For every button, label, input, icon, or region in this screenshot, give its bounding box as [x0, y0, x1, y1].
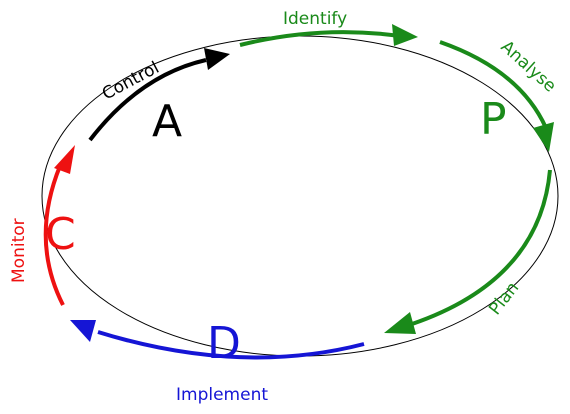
plan-arc	[411, 169, 552, 326]
control-arc	[88, 58, 207, 142]
implement-label: Implement	[176, 385, 268, 405]
control-arrow-icon	[204, 48, 230, 70]
monitor-arc	[43, 165, 65, 306]
phase-p-label: P	[480, 94, 507, 145]
monitor-arrow-icon	[54, 145, 75, 174]
identify-arrow-icon	[392, 24, 418, 46]
plan-arrow-icon	[384, 312, 416, 334]
analyse-arc	[439, 40, 548, 129]
analyse-arrow-icon	[533, 122, 554, 152]
identify-arc	[239, 30, 401, 47]
analyse-label: Analyse	[497, 37, 560, 97]
phase-a-label: A	[152, 96, 182, 147]
phase-c-label: C	[45, 209, 76, 260]
phase-d-label: D	[207, 318, 241, 369]
identify-label: Identify	[283, 9, 347, 29]
implement-arrow-icon	[70, 320, 96, 342]
implement-arc	[97, 330, 365, 360]
monitor-label: Monitor	[9, 218, 29, 283]
